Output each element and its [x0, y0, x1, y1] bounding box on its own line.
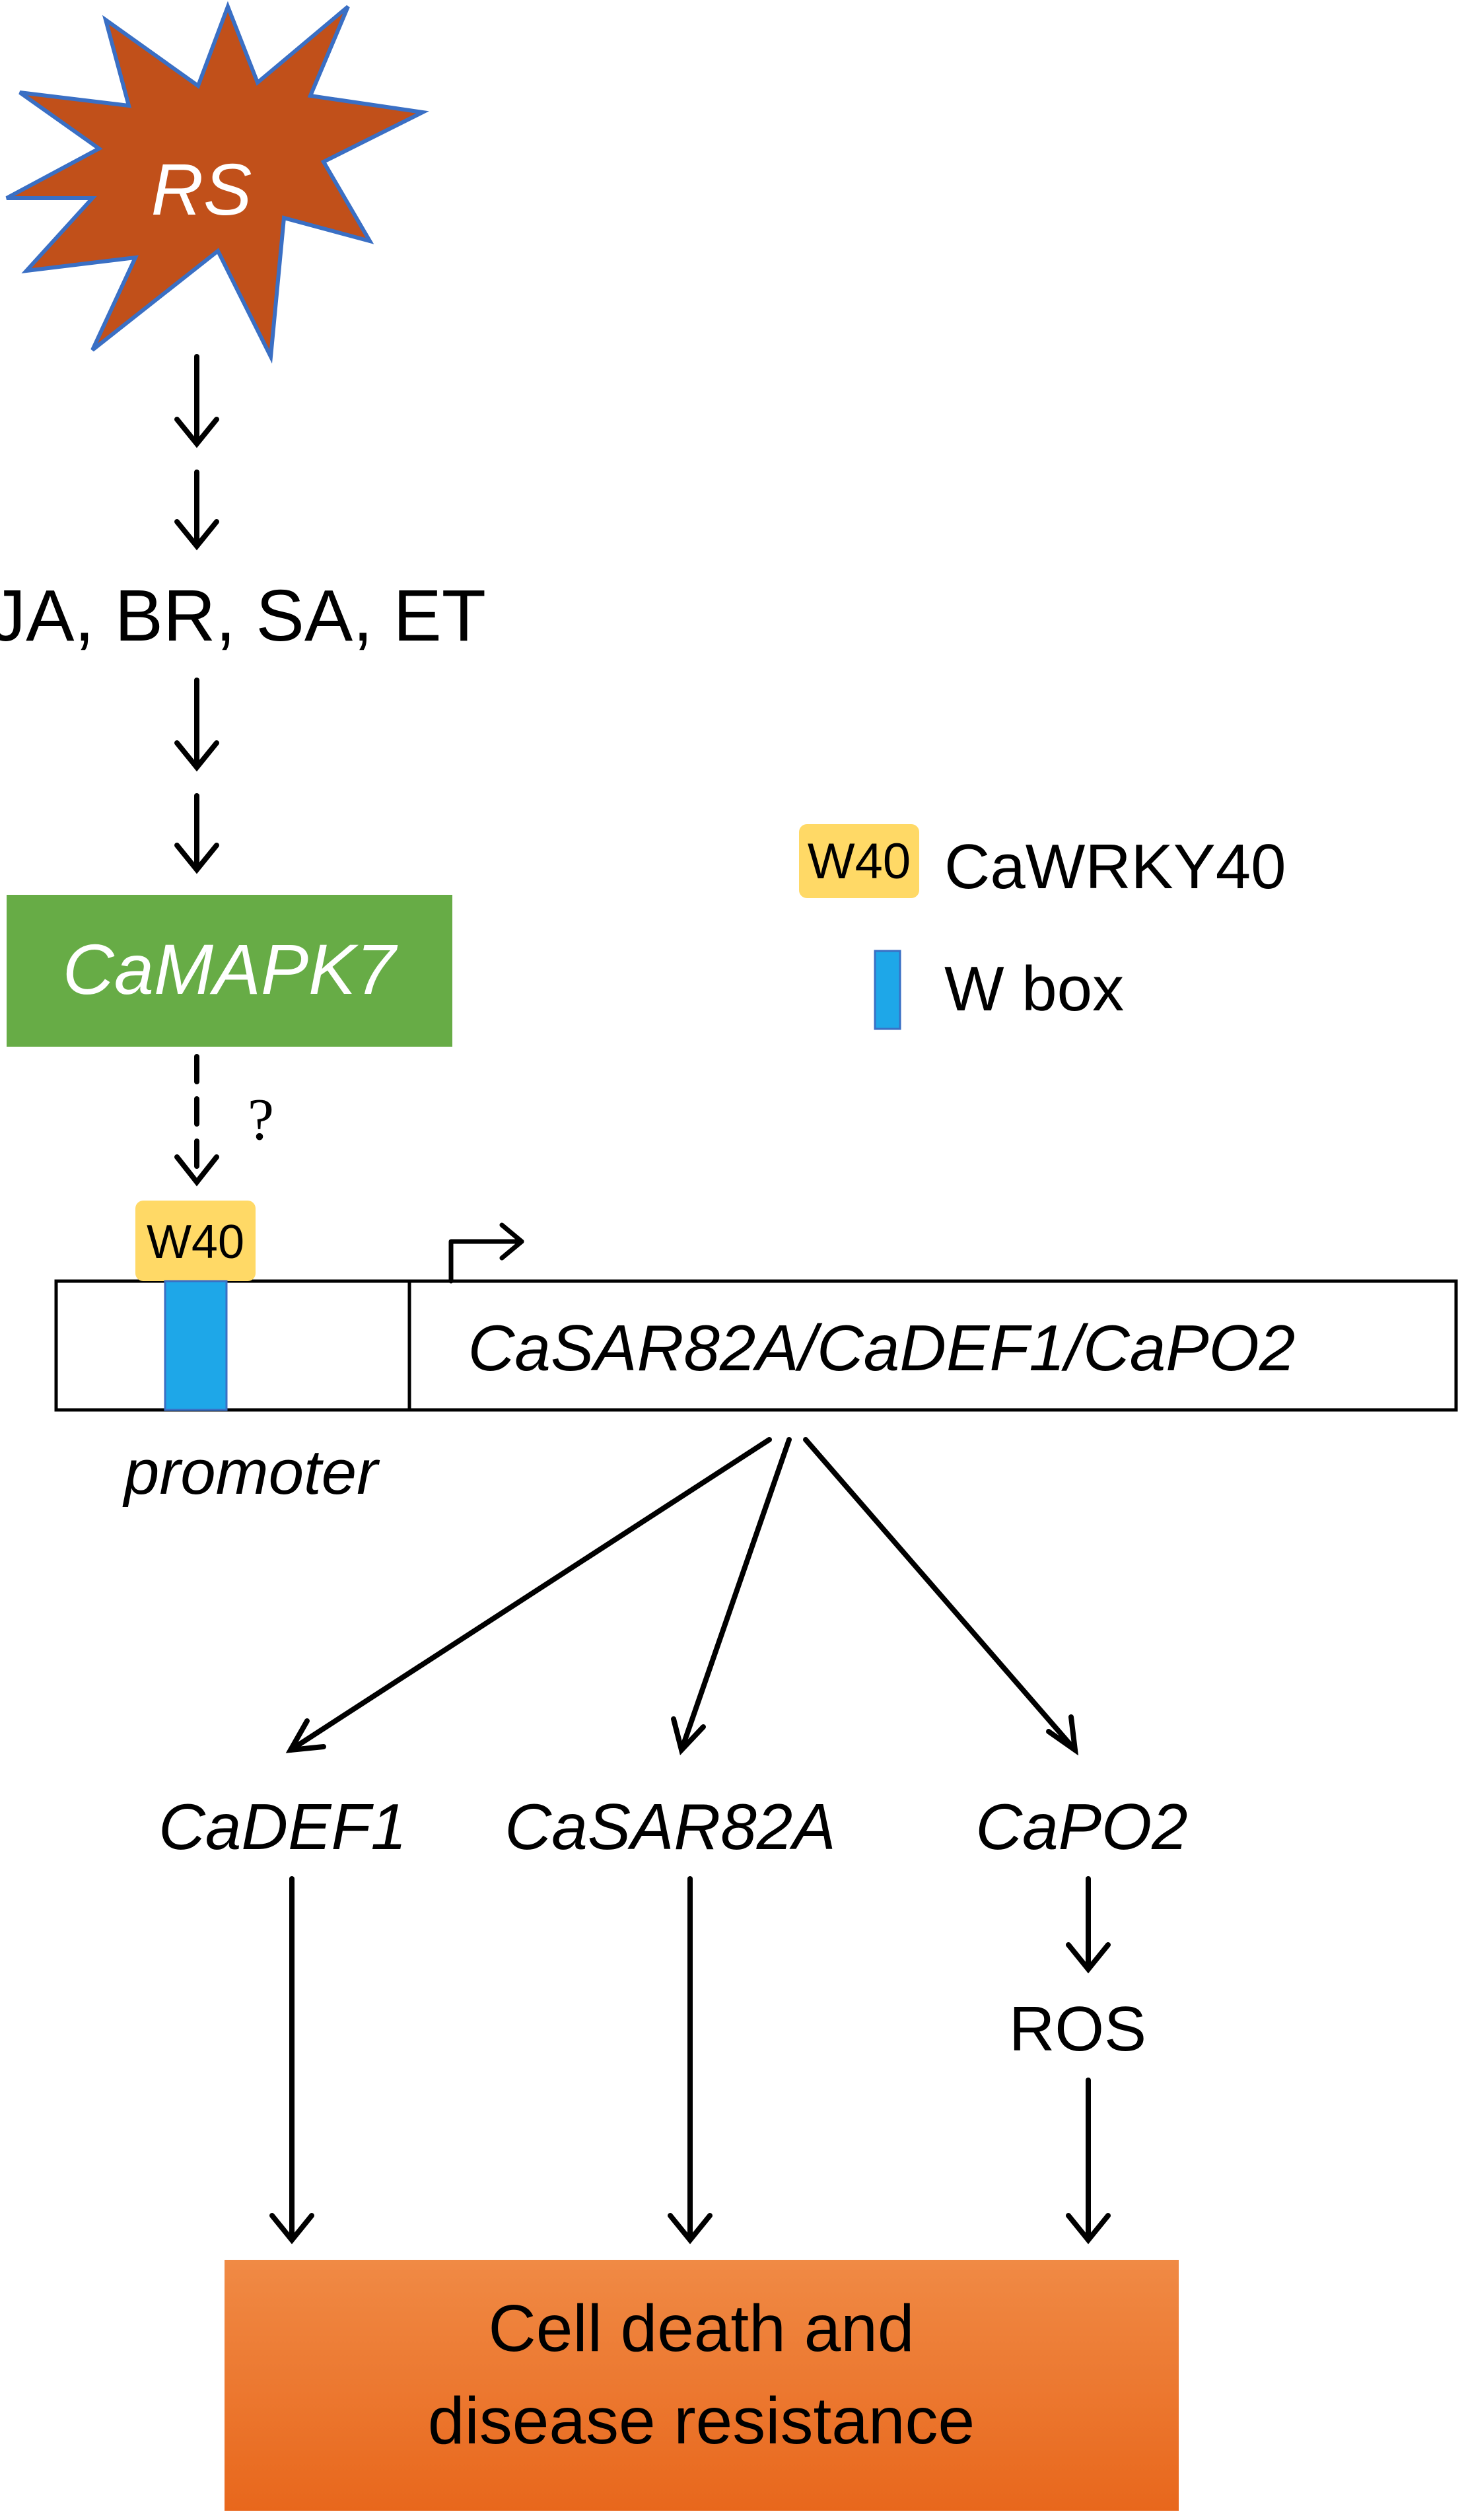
w40-tag-box [135, 1201, 256, 1281]
arrow-casar82a-to-outcome [668, 1876, 713, 2245]
outcome-box: Cell death and disease resistance [225, 2260, 1179, 2511]
outcome-line-2: disease resistance [428, 2384, 975, 2458]
legend-w40-swatch [799, 824, 919, 898]
arrow-rs-2 [174, 470, 219, 551]
target-capo2: CaPO2 [975, 1790, 1187, 1863]
gene-label: CaSAR82A/CaDEF1/CaPO2 [468, 1312, 1296, 1384]
outcome-line-1: Cell death and [489, 2292, 915, 2365]
arrow-hormone-1 [174, 678, 219, 772]
legend-w40-tag: W40 [808, 833, 911, 890]
legend-w40-label: CaWRKY40 [944, 831, 1286, 902]
target-casar82a: CaSAR82A [505, 1790, 835, 1863]
arrow-to-cadef1 [285, 1437, 772, 1753]
outcome-rect [225, 2260, 1179, 2511]
w-box-element [164, 1280, 228, 1411]
rs-label: RS [151, 149, 252, 230]
rs-star-shape [5, 1, 429, 364]
target-cadef1: CaDEF1 [158, 1790, 407, 1863]
arrow-capo2-to-ros [1066, 1876, 1111, 1974]
gene-construct: W40 CaSAR82A/CaDEF1/CaPO2 promoter [54, 1201, 1458, 1508]
w40-tag-label: W40 [147, 1216, 244, 1269]
promoter-region [54, 1279, 411, 1412]
rs-stimulus-star: RS [5, 1, 429, 364]
legend: W40 CaWRKY40 W box [799, 824, 1286, 1030]
ros-label: ROS [1009, 1994, 1146, 2064]
arrow-to-capo2 [803, 1437, 1079, 1756]
camapk7-label: CaMAPK7 [63, 929, 398, 1009]
legend-wbox-swatch [874, 950, 901, 1030]
legend-wbox-label: W box [944, 954, 1124, 1024]
arrow-hormone-2 [174, 793, 219, 874]
promoter-label: promoter [122, 1437, 380, 1508]
arrow-cadef1-to-outcome [269, 1876, 314, 2245]
coding-region [407, 1279, 1458, 1412]
hormones-label: JA, BR, SA, ET [0, 575, 486, 656]
arrow-to-casar82a [671, 1437, 792, 1756]
arrow-rs-1 [174, 354, 219, 448]
transcription-start-arrow-icon [448, 1222, 524, 1284]
camapk7-rect [7, 895, 452, 1047]
question-mark: ? [248, 1087, 274, 1152]
camapk7-box: CaMAPK7 [7, 895, 452, 1047]
arrow-ros-to-outcome [1066, 2078, 1111, 2245]
dashed-arrow-kinase-to-w40 [174, 1054, 219, 1187]
